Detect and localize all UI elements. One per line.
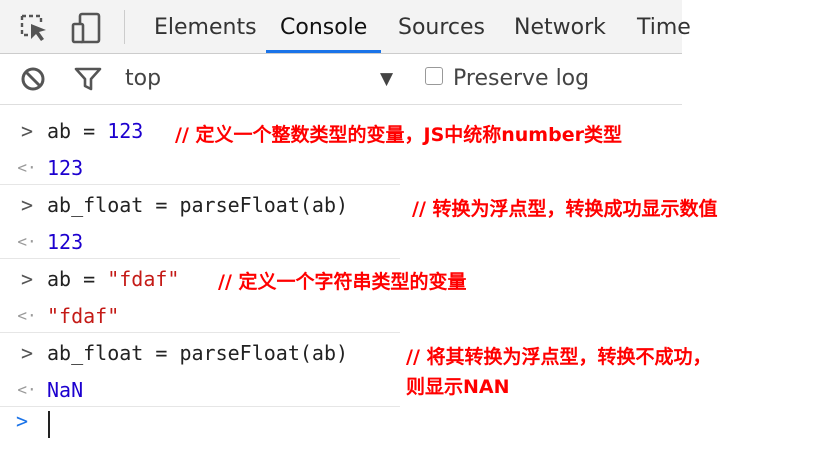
context-selector[interactable]: top	[125, 66, 162, 91]
tab-elements[interactable]: Elements	[154, 15, 257, 40]
annotation-4: // 将其转换为浮点型，转换不成功，	[406, 346, 712, 368]
output-arrow-icon: <·	[17, 306, 37, 325]
console-input-row: > ab = 123	[0, 119, 143, 215]
clear-console-icon[interactable]	[20, 66, 46, 96]
annotation-2: // 转换为浮点型，转换成功显示数值	[412, 198, 718, 220]
filter-icon[interactable]	[74, 66, 102, 96]
tab-timeline[interactable]: Time	[637, 15, 691, 40]
console-prompt-input[interactable]	[48, 411, 50, 438]
input-chevron-icon: >	[20, 341, 34, 365]
input-chevron-icon: >	[20, 267, 34, 291]
prompt-chevron-icon: >	[16, 409, 29, 433]
preserve-log-label: Preserve log	[453, 66, 590, 91]
tab-console[interactable]: Console	[266, 0, 382, 53]
inspect-element-icon[interactable]	[17, 11, 51, 45]
row-separator	[0, 184, 400, 185]
toolbar-separator	[124, 10, 125, 44]
annotation-1: // 定义一个整数类型的变量，JS中统称number类型	[175, 124, 622, 146]
console-input-row: > ab = "fdaf"	[0, 267, 180, 363]
input-chevron-icon: >	[20, 193, 34, 217]
console-toolbar: top ▼ Preserve log	[0, 54, 682, 105]
console-output-row: <· 123	[17, 230, 84, 254]
tab-network[interactable]: Network	[514, 15, 606, 40]
console-output-row: <· "fdaf"	[17, 304, 120, 328]
console-output-row: <· 123	[17, 156, 84, 180]
row-separator	[0, 332, 400, 333]
annotation-3: // 定义一个字符串类型的变量	[218, 271, 467, 293]
output-arrow-icon: <·	[17, 380, 37, 399]
console-input-row: > ab_float = parseFloat(ab)	[0, 193, 348, 289]
devtools-tabbar: Elements Console Sources Network Time	[0, 0, 691, 54]
console-input-row: > ab_float = parseFloat(ab)	[0, 341, 348, 437]
output-arrow-icon: <·	[17, 158, 37, 177]
console-output-row: <· NaN	[17, 378, 84, 402]
annotation-4-continued: 则显示NAN	[406, 376, 510, 398]
device-toolbar-icon[interactable]	[70, 11, 104, 45]
devtools-panel: Elements Console Sources Network Time to…	[0, 0, 691, 438]
row-separator	[0, 258, 400, 259]
preserve-log-checkbox[interactable]	[425, 67, 443, 85]
dropdown-arrow-icon[interactable]: ▼	[380, 69, 394, 89]
tab-sources[interactable]: Sources	[398, 15, 486, 40]
output-arrow-icon: <·	[17, 232, 37, 251]
input-chevron-icon: >	[20, 119, 34, 143]
row-separator	[0, 406, 400, 407]
